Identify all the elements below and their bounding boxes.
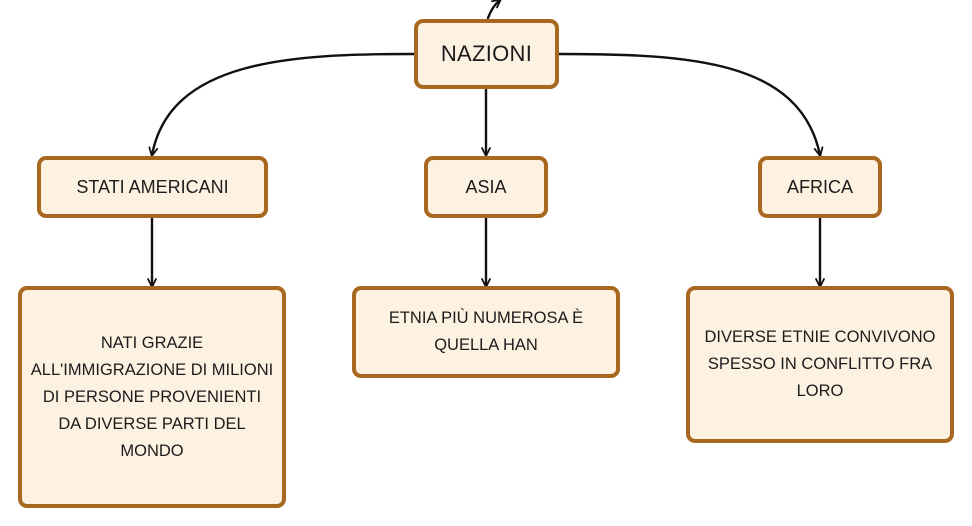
connector-root-to-africa	[556, 52, 824, 157]
branch-node-label: STATI AMERICANI	[76, 176, 229, 197]
branch-node-asia: ASIA	[424, 156, 548, 218]
branch-node-africa: AFRICA	[758, 156, 882, 218]
branch-node-stati-americani: STATI AMERICANI	[37, 156, 268, 218]
detail-node-text: ETNIA PIÙ NUMEROSA È QUELLA HAN	[388, 309, 584, 354]
connector-root-to-stati-americani	[148, 52, 416, 157]
incoming-connector	[486, 0, 502, 20]
detail-node-stati-americani: NATI GRAZIE ALL'IMMIGRAZIONE DI MILIONI …	[18, 286, 286, 508]
branch-node-label: ASIA	[465, 176, 507, 197]
branch-node-label: AFRICA	[786, 176, 853, 197]
detail-node-text: DIVERSE ETNIE CONVIVONO SPESSO IN CONFLI…	[704, 328, 936, 400]
root-node-label: NAZIONI	[440, 41, 533, 66]
detail-node-africa: DIVERSE ETNIE CONVIVONO SPESSO IN CONFLI…	[686, 286, 954, 443]
detail-node-asia: ETNIA PIÙ NUMEROSA È QUELLA HAN	[352, 286, 620, 378]
detail-node-text: NATI GRAZIE ALL'IMMIGRAZIONE DI MILIONI …	[30, 333, 274, 460]
root-node-nazioni: NAZIONI	[414, 19, 559, 89]
